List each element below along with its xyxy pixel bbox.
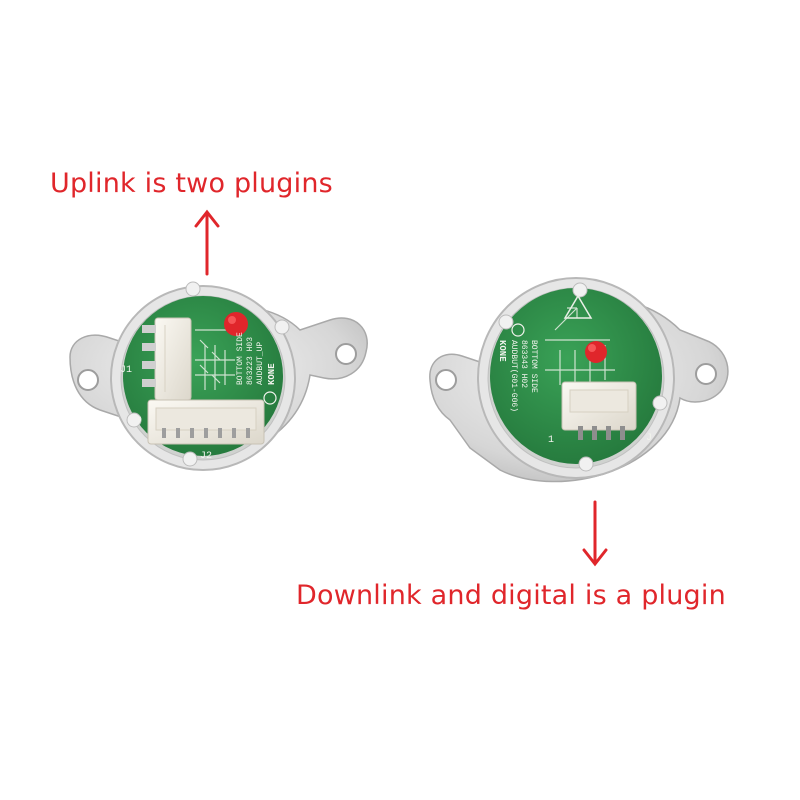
left-j1-label: J1 [120,365,132,376]
up-arrow-icon [194,209,220,276]
left-silk-line1: BOTTOM SIDE [236,332,245,385]
left-copyright-icon [263,391,277,405]
right-silk-line1: BOTTOM SIDE [529,340,538,393]
left-button-module: J1 J2 9 BOTTOM SIDE 863223 H03 AUDBUT_UP… [69,281,368,471]
right-pinj-label: J [646,433,652,444]
downlink-caption: Downlink and digital is a plugin [296,580,726,611]
right-pin1-label: 1 [548,435,554,446]
left-pin-label: 9 [137,416,142,425]
right-button-module: 1 J BOTTOM SIDE 863343 H02 AUDBUT(G01-G0… [429,277,729,483]
down-arrow-icon [582,500,608,567]
right-flange-hole-left [435,369,457,391]
right-flange-hole-right [695,363,717,385]
left-flange-hole-right [335,343,357,365]
left-j2-connector [147,399,265,445]
right-silk-line2: 863343 H02 [519,340,528,388]
uplink-caption: Uplink is two plugins [50,168,333,199]
left-flange-hole-left [77,369,99,391]
left-j2-label: J2 [200,451,212,462]
right-brand: KONE [497,340,507,362]
left-brand: KONE [267,363,277,385]
left-silk-line2: 863223 H03 [246,337,255,385]
right-copyright-icon [511,323,525,337]
right-board-arrow-icon [563,294,593,319]
right-silk-line3: AUDBUT(G01-G06) [509,340,518,412]
left-silk-line3: AUDBUT_UP [256,342,265,385]
right-connector [561,381,637,440]
right-red-led [585,341,607,363]
